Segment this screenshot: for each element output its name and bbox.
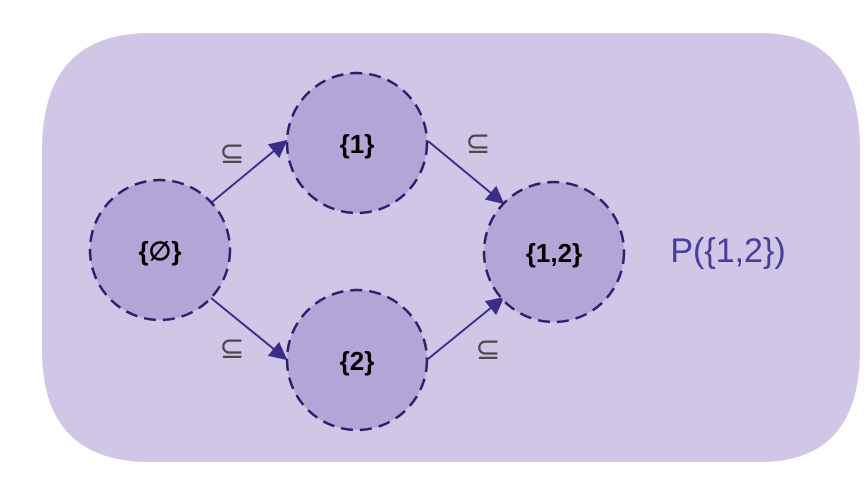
edges [210, 139, 505, 361]
subset-label-one-onetwo: ⊆ [465, 126, 490, 161]
edge-one-to-onetwo [427, 140, 505, 205]
subset-label-empty-two: ⊆ [219, 331, 244, 366]
node-label-empty-set: {∅} [139, 236, 182, 266]
node-label-set-one: {1} [340, 129, 375, 159]
node-set-two: {2} [285, 288, 429, 432]
node-label-set-two: {2} [340, 346, 375, 376]
edge-two-to-onetwo [427, 296, 505, 360]
power-set-region [42, 33, 860, 462]
power-set-name: P({1,2}) [670, 232, 785, 270]
subset-label-two-onetwo: ⊆ [475, 332, 500, 367]
node-label-set-one-two: {1,2} [526, 238, 582, 268]
edge-empty-to-one [210, 139, 288, 204]
node-set-one-two: {1,2} [482, 180, 626, 324]
node-set-one: {1} [285, 71, 429, 215]
edge-empty-to-two [210, 297, 288, 361]
node-empty-set: {∅} [88, 178, 232, 322]
subset-label-empty-one: ⊆ [219, 136, 244, 171]
